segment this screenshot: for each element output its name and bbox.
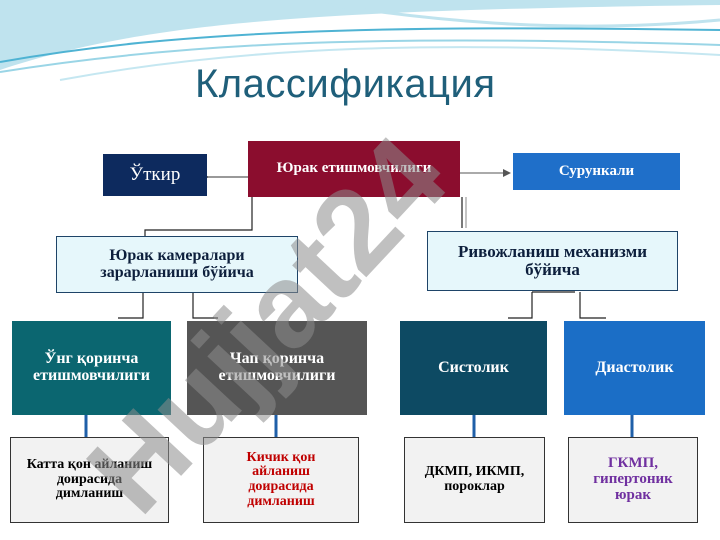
by-mechanism-node-label: Ривожланиш механизми бўйича [458, 242, 647, 279]
diastolic-node: Диастолик [564, 321, 705, 415]
chronic-node: Сурункали [513, 153, 680, 190]
systolic-node-label: Систолик [438, 358, 509, 376]
diastolic-node-label: Диастолик [595, 358, 674, 376]
dcm-node-label: ДКМП, ИКМП, пороклар [424, 464, 525, 494]
left-ventricle-node-label: Чап қоринча етишмовчилиги [218, 350, 336, 384]
dcm-node: ДКМП, ИКМП, пороклар [404, 437, 545, 523]
small-circulation-node: Кичик қон айланиш доирасида димланиш [203, 437, 359, 523]
right-ventricle-node: Ўнг қоринча етишмовчилиги [12, 321, 171, 415]
by-chambers-node: Юрак камералари зарарланиши бўйича [56, 236, 298, 293]
hcm-node: ГКМП, гипертоник юрак [568, 437, 698, 523]
acute-node: Ўткир [103, 154, 207, 196]
by-mechanism-node: Ривожланиш механизми бўйича [427, 231, 678, 291]
right-ventricle-node-label: Ўнг қоринча етишмовчилиги [33, 350, 150, 384]
left-ventricle-node: Чап қоринча етишмовчилиги [187, 321, 367, 415]
root-node: Юрак етишмовчилиги [248, 141, 460, 197]
big-circulation-node: Катта қон айланиш доирасида димланиш [10, 437, 169, 523]
small-circulation-node-label: Кичик қон айланиш доирасида димланиш [246, 449, 316, 509]
hcm-node-label: ГКМП, гипертоник юрак [593, 455, 673, 503]
acute-node-label: Ўткир [129, 164, 181, 186]
page-title: Классификация [195, 62, 496, 106]
root-node-label: Юрак етишмовчилиги [276, 160, 432, 177]
chronic-node-label: Сурункали [558, 162, 635, 179]
big-circulation-node-label: Катта қон айланиш доирасида димланиш [26, 456, 153, 502]
header-waves [0, 0, 720, 81]
systolic-node: Систолик [400, 321, 547, 415]
by-chambers-node-label: Юрак камералари зарарланиши бўйича [100, 246, 254, 281]
